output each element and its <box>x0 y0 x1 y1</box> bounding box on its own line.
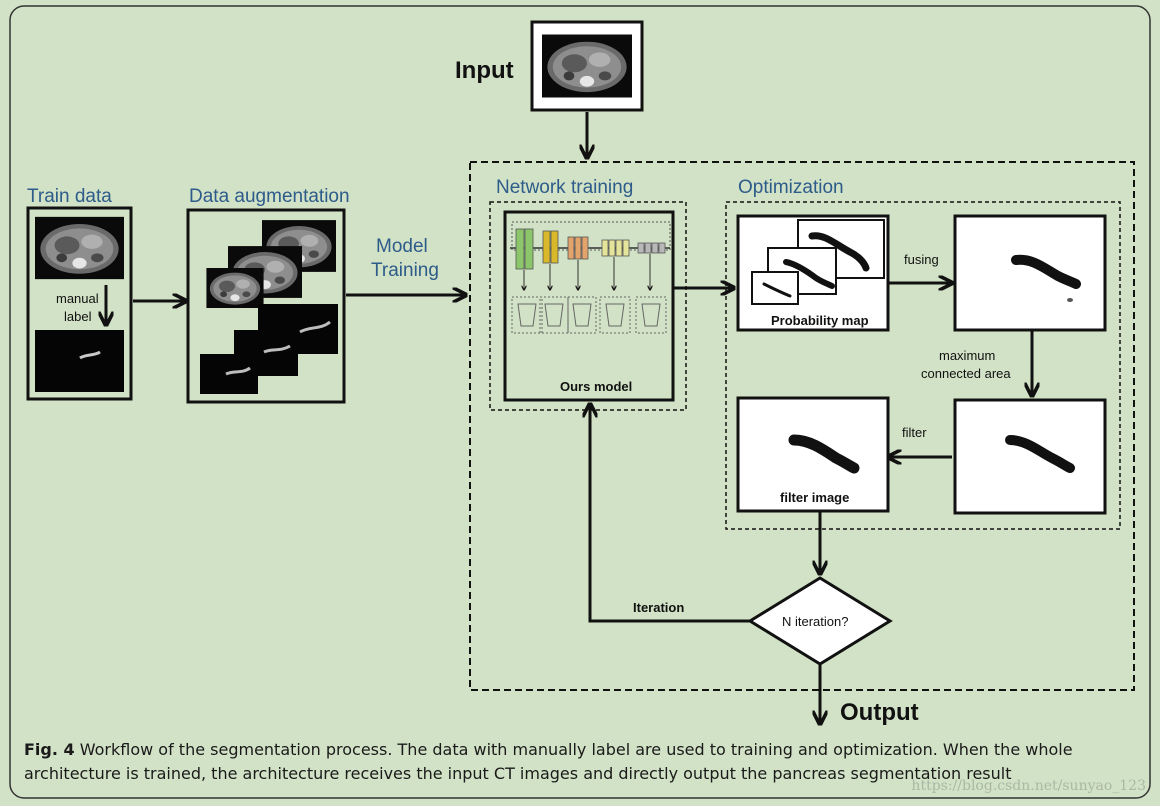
prob-map-mask-3 <box>762 282 792 298</box>
input-label: Input <box>455 57 514 84</box>
ours-model-box <box>503 210 675 402</box>
model-encoder-region <box>511 221 671 251</box>
probability-map-label: Probability map <box>771 313 869 328</box>
optimization-title: Optimization <box>738 177 844 198</box>
iteration-loop-arrow <box>590 404 750 623</box>
model-block-group-lightyellow <box>599 239 631 334</box>
model-block-group-gray <box>635 242 667 334</box>
data-augmentation-box <box>186 208 346 404</box>
model-block-group-green <box>511 228 543 334</box>
train-data-box <box>26 206 133 401</box>
figure-border <box>9 5 1151 799</box>
decision-label: N iteration? <box>782 614 848 629</box>
filter-mask <box>788 434 860 474</box>
filter-label: filter <box>902 425 927 440</box>
connected-mask <box>1005 435 1075 473</box>
fusing-label: fusing <box>904 252 939 267</box>
train-ct-image <box>35 216 124 280</box>
train-label-image <box>35 330 124 392</box>
connected-image-box <box>953 398 1107 515</box>
manual-label-text-2: label <box>64 309 92 324</box>
filter-image-label: filter image <box>780 490 849 505</box>
input-ct-image <box>542 34 632 98</box>
fused-mask-speck <box>1067 298 1073 302</box>
maximum-connected-label-2: connected area <box>921 366 1011 381</box>
model-block-group-orange <box>567 236 597 334</box>
train-data-title: Train data <box>27 186 112 207</box>
aug-ct-image-3 <box>206 268 264 308</box>
filter-image-box <box>736 396 890 513</box>
train-label-mask <box>79 350 101 360</box>
prob-map-mask-1 <box>808 232 870 272</box>
iteration-label: Iteration <box>633 600 684 615</box>
watermark: https://blog.csdn.net/sunyao_123 <box>911 778 1146 794</box>
optimization-dashed-box <box>725 201 1121 530</box>
aug-label-mask-2 <box>263 344 291 354</box>
model-block-group-yellow <box>539 230 569 334</box>
fused-mask <box>1011 254 1081 289</box>
network-training-title: Network training <box>496 177 633 198</box>
data-augmentation-title: Data augmentation <box>189 186 350 207</box>
model-training-label-1: Model <box>376 236 428 257</box>
network-training-dashed-box <box>489 201 687 411</box>
manual-label-text-1: manual <box>56 291 99 306</box>
prob-map-mask-2 <box>783 259 835 289</box>
ours-model-label: Ours model <box>560 379 632 394</box>
aug-label-mask-1 <box>299 320 331 334</box>
maximum-connected-label-1: maximum <box>939 348 995 363</box>
figure-caption: Fig. 4 Workflow of the segmentation proc… <box>24 738 1134 786</box>
caption-text: Workflow of the segmentation process. Th… <box>24 740 1073 783</box>
output-label: Output <box>840 699 919 726</box>
pipeline-dashed-container <box>469 161 1135 691</box>
model-training-label-2: Training <box>371 260 439 281</box>
figure-number: Fig. 4 <box>24 740 75 759</box>
fused-image-box <box>953 214 1107 332</box>
aug-label-mask-3 <box>225 366 251 376</box>
